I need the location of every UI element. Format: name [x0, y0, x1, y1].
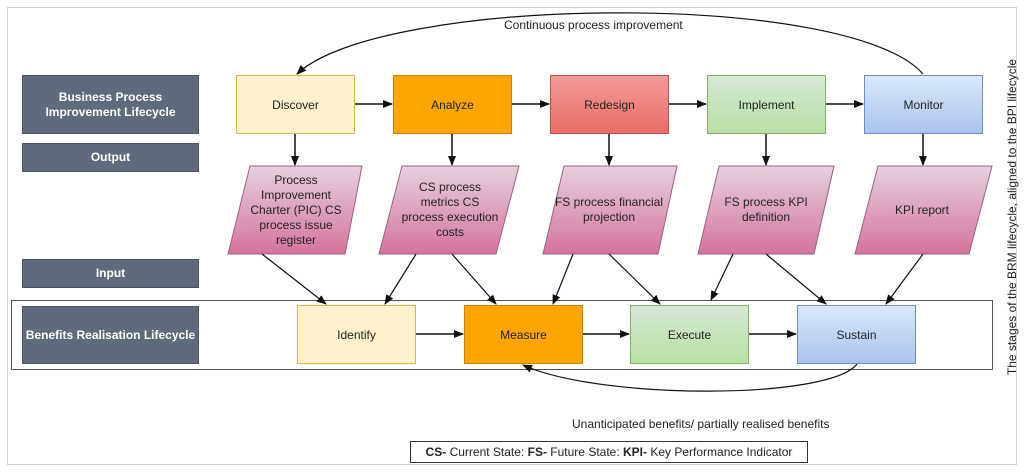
- arrow-unanticipated-benefits: [522, 363, 858, 392]
- brm-lifecycle-frame: [11, 300, 993, 370]
- arrow-financial-measure: [552, 253, 574, 305]
- label-bpi-lifecycle: Business Process Improvement Lifecycle: [22, 75, 199, 134]
- output-pic: Process Improvement Charter (PIC) CS pro…: [250, 172, 342, 247]
- output-shape-kpi-report: [854, 165, 993, 255]
- stage-implement: Implement: [707, 75, 826, 134]
- output-kpi-definition: FS process KPI definition: [724, 195, 808, 224]
- abbreviation-legend: CS- Current State: FS- Future State: KPI…: [410, 441, 808, 463]
- stage-monitor: Monitor: [864, 75, 983, 134]
- label-input: Input: [22, 259, 199, 288]
- legend-cs-abbr: CS-: [425, 445, 447, 459]
- stage-identify: Identify: [297, 305, 416, 364]
- legend-fs-abbr: FS-: [527, 445, 547, 459]
- legend-kpi-text: Key Performance Indicator: [650, 445, 793, 459]
- arrow-financial-execute: [608, 253, 661, 305]
- stage-execute: Execute: [630, 305, 749, 364]
- label-brm-lifecycle: Benefits Realisation Lifecycle: [22, 306, 199, 364]
- output-shape-financial: [542, 165, 678, 255]
- legend-kpi-abbr: KPI-: [623, 445, 648, 459]
- caption-side-vertical: The stages of the BRM lifecycle, aligned…: [1005, 58, 1019, 376]
- arrow-metrics-measure: [451, 253, 497, 305]
- stage-measure: Measure: [464, 305, 583, 364]
- caption-continuous-improvement: Continuous process improvement: [504, 18, 683, 32]
- arrow-pic-identify: [261, 253, 327, 305]
- arrow-continuous-improvement: [296, 12, 924, 75]
- output-kpi-report: KPI report: [894, 202, 950, 217]
- arrow-metrics-identify: [384, 253, 417, 305]
- label-output: Output: [22, 143, 199, 172]
- output-financial: FS process financial projection: [554, 195, 664, 224]
- stage-redesign: Redesign: [550, 75, 669, 134]
- output-metrics: CS process metrics CS process execution …: [401, 180, 499, 239]
- stage-analyze: Analyze: [393, 75, 512, 134]
- output-shape-kpi-def: [697, 165, 835, 255]
- legend-cs-text: Current State:: [449, 445, 525, 459]
- output-shape-metrics: [378, 165, 520, 255]
- stage-sustain: Sustain: [797, 305, 916, 364]
- caption-unanticipated-benefits: Unanticipated benefits/ partially realis…: [572, 417, 830, 431]
- output-shape-pic: [227, 165, 363, 255]
- legend-fs-text: Future State:: [550, 445, 620, 459]
- diagram-frame: [7, 7, 1017, 465]
- arrow-kpidef-sustain: [765, 253, 827, 305]
- arrow-kpireport-sustain: [885, 253, 924, 305]
- stage-discover: Discover: [236, 75, 355, 134]
- arrow-kpidef-execute: [710, 253, 734, 301]
